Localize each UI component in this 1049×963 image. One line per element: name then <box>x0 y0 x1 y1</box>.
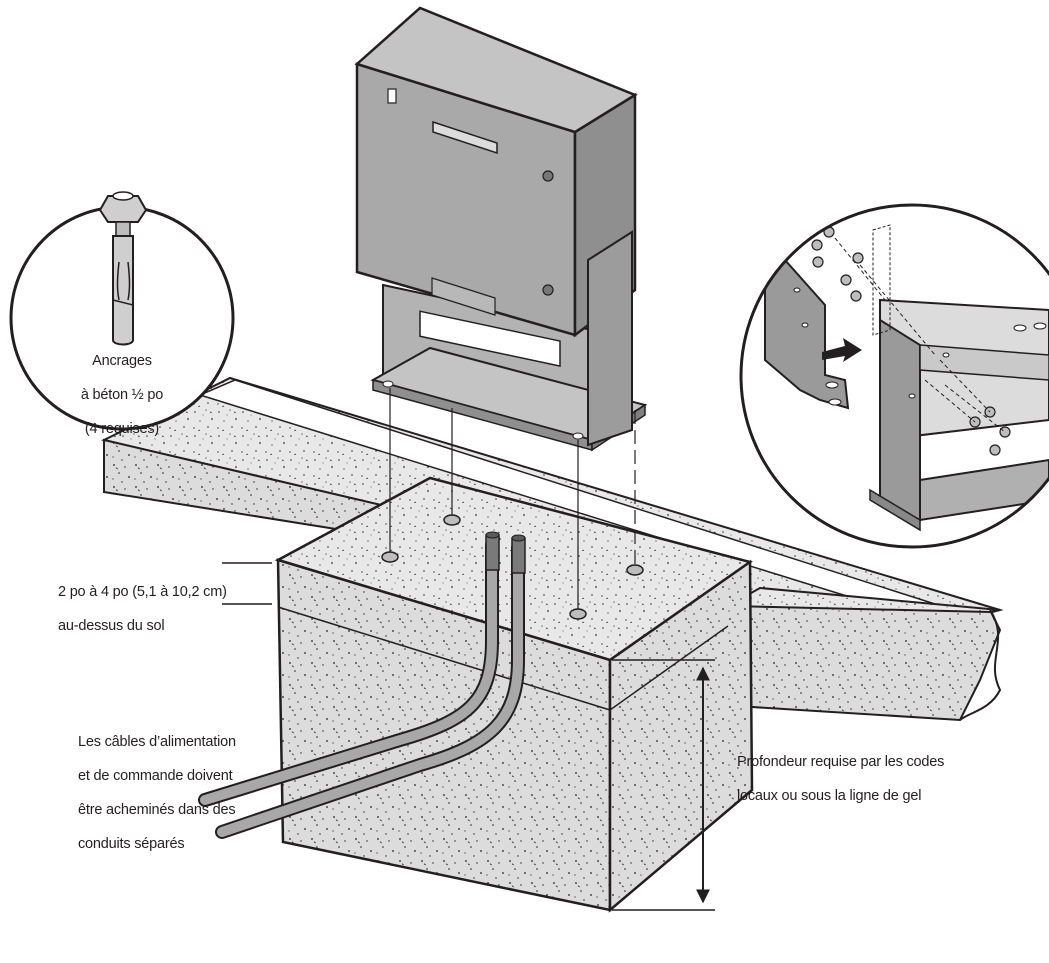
direction-arrow-icon <box>822 338 862 362</box>
height-label: 2 po à 4 po (5,1 à 10,2 cm) au-dessus du… <box>58 567 227 652</box>
depth-label-line: locaux ou sous la ligne de gel <box>737 788 922 804</box>
anchor-zoom-circle <box>9 191 235 431</box>
cable-label-line: conduits séparés <box>78 836 185 852</box>
conduits <box>198 531 526 839</box>
height-label-line: 2 po à 4 po (5,1 à 10,2 cm) <box>58 584 227 600</box>
anchor-label-line: (4 requises) <box>84 421 160 437</box>
cable-label-line: être acheminés dans des <box>78 802 236 818</box>
concrete-pad <box>274 476 754 913</box>
concrete-anchor-bolt-icon <box>98 191 148 346</box>
cable-label-line: Les câbles d’alimentation <box>78 734 236 750</box>
gate-operator <box>354 6 648 452</box>
anchor-hole <box>569 608 587 620</box>
depth-label: Profondeur requise par les codes locaux … <box>737 737 944 822</box>
depth-label-line: Profondeur requise par les codes <box>737 754 945 770</box>
anchor-hole <box>381 551 399 563</box>
bracket-zoom-circle <box>739 203 1049 549</box>
anchor-hole <box>626 564 644 576</box>
anchor-hole <box>443 514 461 526</box>
depth-dimension <box>612 659 715 911</box>
anchor-label-line: à béton ½ po <box>80 387 164 403</box>
height-callout <box>222 562 272 605</box>
cable-label-line: et de commande doivent <box>78 768 233 784</box>
alignment-lines <box>389 388 636 609</box>
anchor-label-line: Ancrages <box>92 353 152 369</box>
cable-label: Les câbles d’alimentation et de commande… <box>78 717 236 870</box>
anchor-label: Ancrages à béton ½ po (4 requises) <box>47 336 197 455</box>
height-label-line: au-dessus du sol <box>58 618 165 634</box>
